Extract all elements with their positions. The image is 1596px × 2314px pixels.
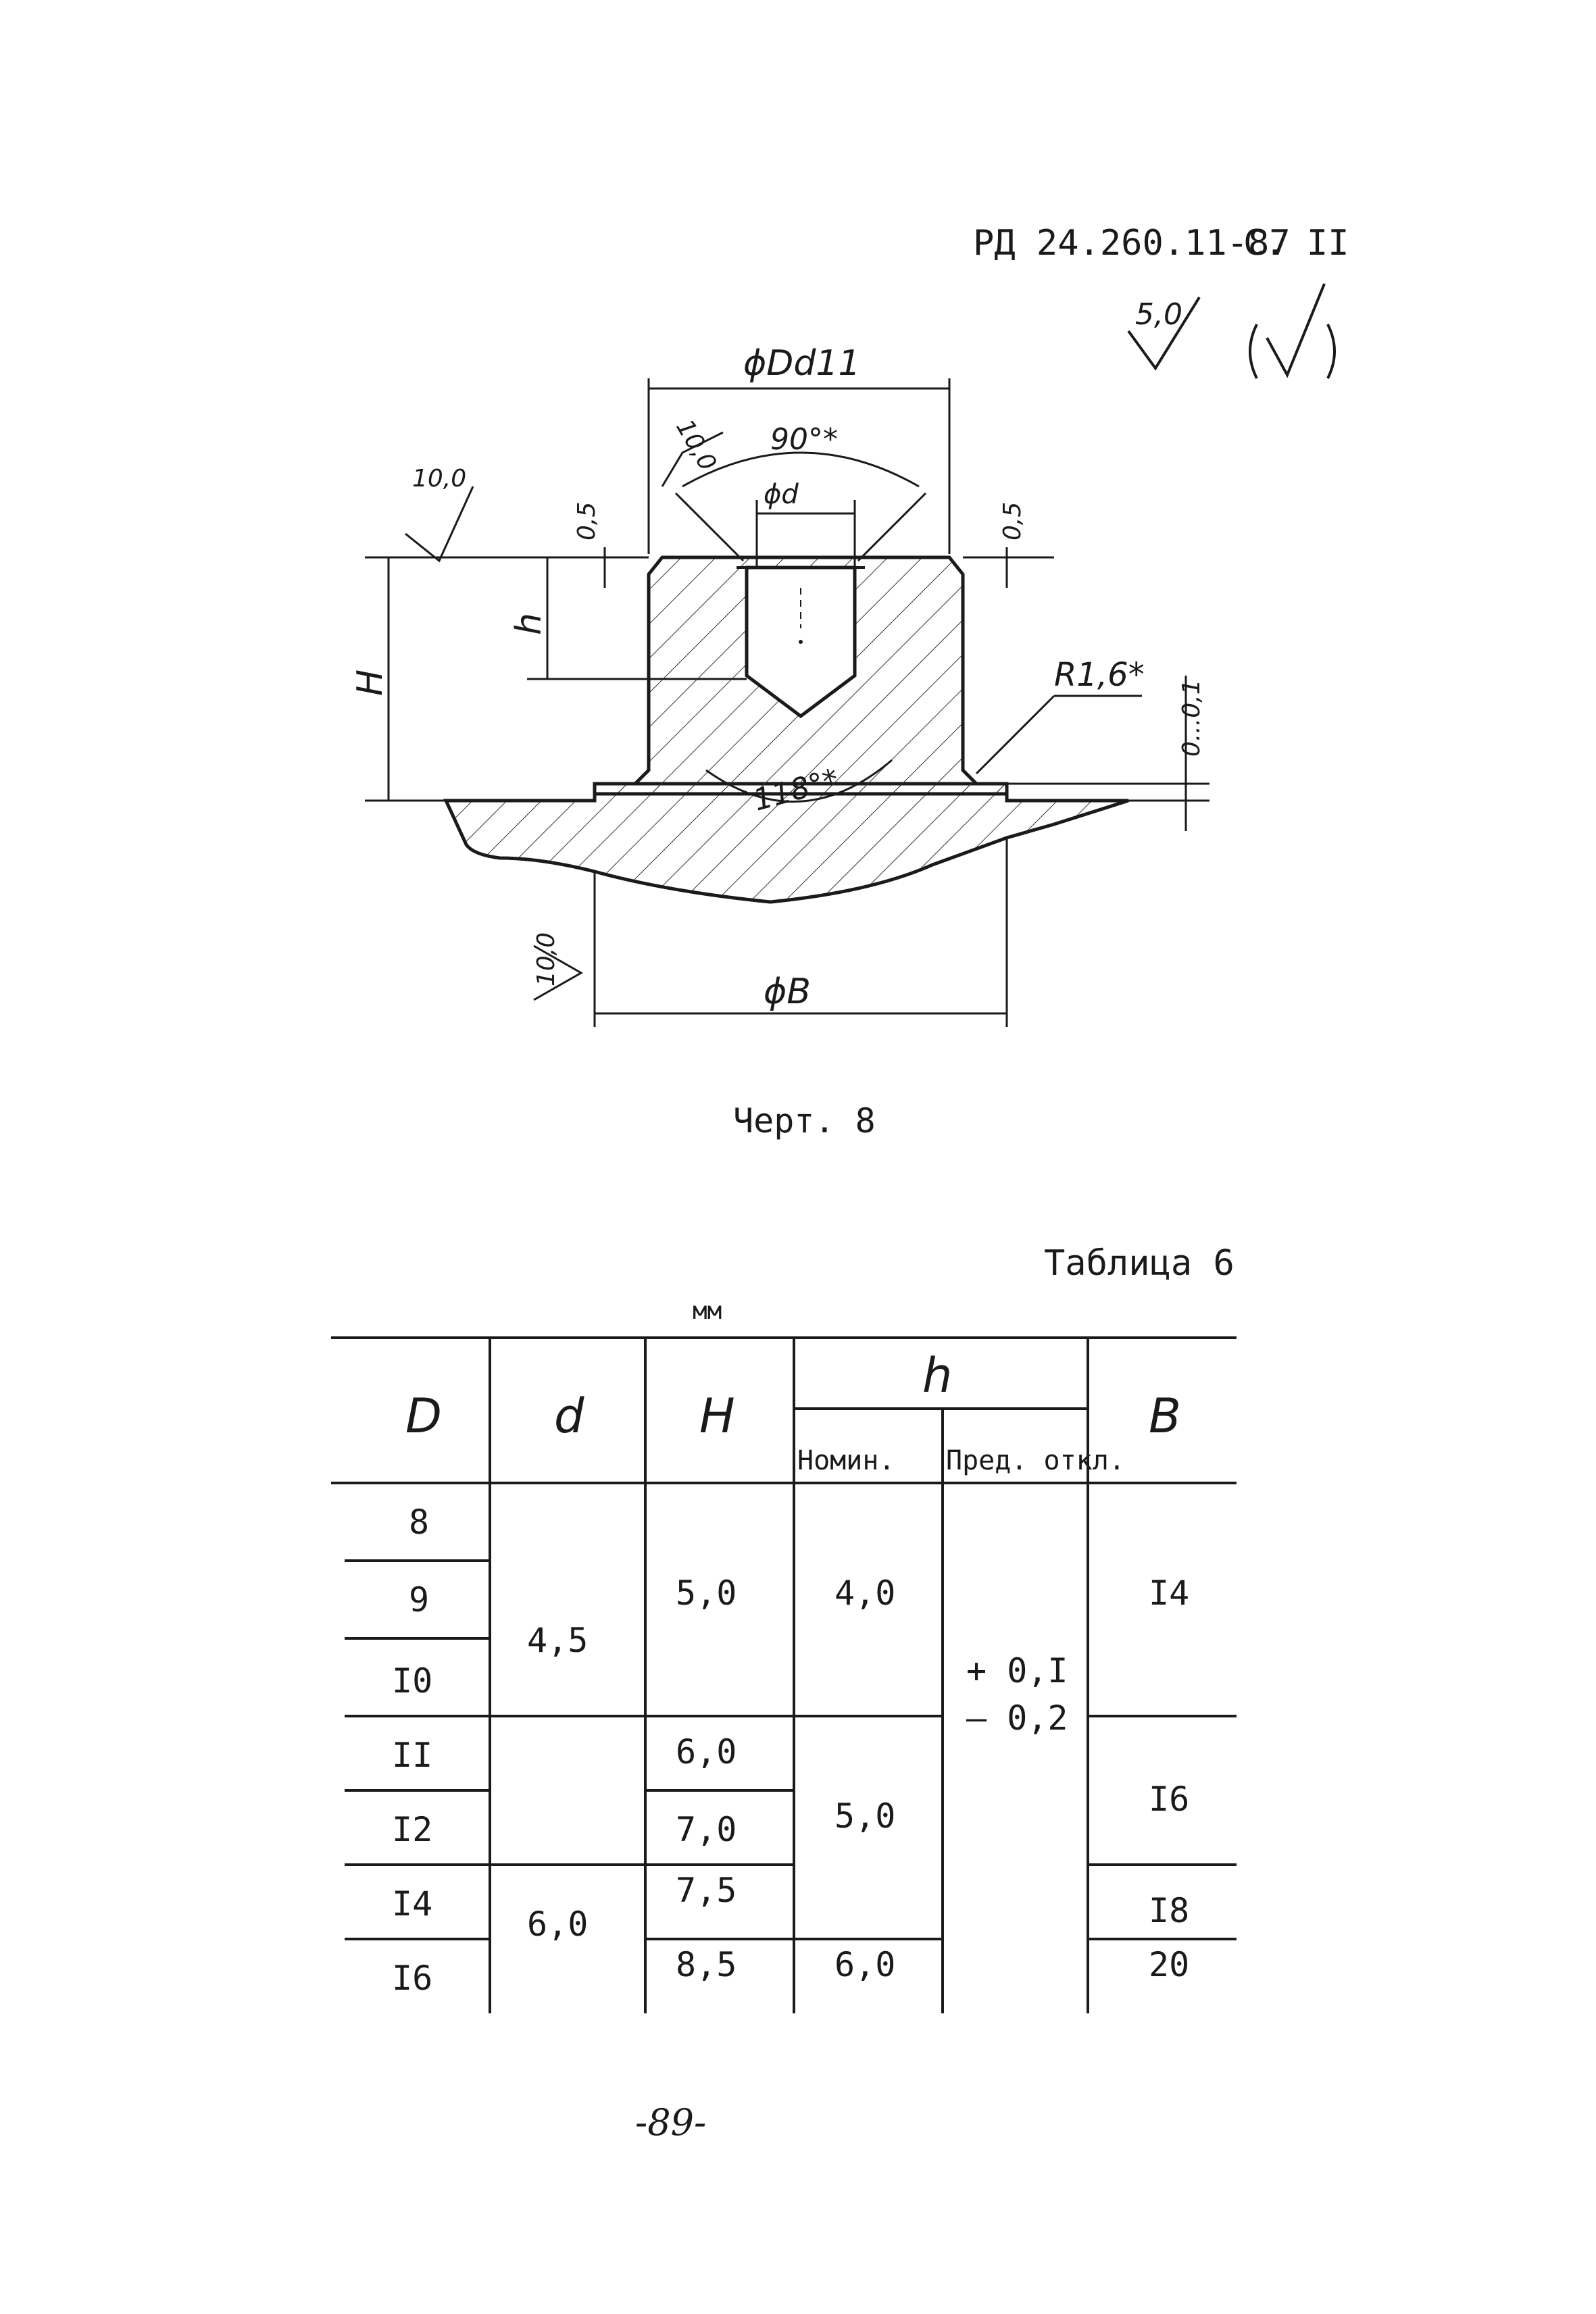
cell-D-5: I4	[392, 1884, 432, 1923]
dim-height-h: h	[509, 613, 549, 635]
drawing-caption: Черт. 8	[733, 1101, 876, 1140]
dim-inner-diameter: ϕd	[764, 479, 799, 510]
roughness-value-main: 5,0	[1135, 297, 1182, 332]
roughness-general-icon	[1249, 283, 1336, 379]
header-D: D	[405, 1388, 442, 1444]
cell-D-6: I6	[392, 1959, 432, 1998]
dim-gap: 0...0,1	[1178, 680, 1205, 757]
dim-chamfer-angle: 90°*	[770, 422, 838, 457]
cell-H-3: 7,5	[676, 1871, 737, 1910]
cell-h-nom-1: 5,0	[834, 1796, 895, 1836]
dimension-lines	[365, 378, 1210, 1027]
cell-H-2: 7,0	[676, 1810, 737, 1849]
cell-B-0: I4	[1149, 1574, 1189, 1613]
roughness-symbol-main	[1127, 296, 1201, 371]
dim-chamfer-right: 0,5	[999, 502, 1026, 540]
header-B: B	[1149, 1388, 1181, 1444]
roughness-top-value: 10,0	[670, 415, 722, 476]
page-reference: С. II	[1243, 223, 1349, 263]
base-section	[443, 782, 1129, 904]
dim-chamfer-left: 0,5	[573, 502, 601, 540]
cell-D-0: 8	[409, 1503, 429, 1542]
dim-outer-diameter: ϕDd11	[743, 343, 861, 384]
cell-D-3: II	[392, 1736, 432, 1775]
cell-H-1: 6,0	[676, 1732, 737, 1771]
cell-h-dev-upper: + 0,I	[966, 1651, 1068, 1690]
cell-d-1: 6,0	[527, 1905, 588, 1944]
cell-D-4: I2	[392, 1810, 432, 1849]
cell-D-2: I0	[392, 1661, 432, 1701]
cell-H-0: 5,0	[676, 1574, 737, 1613]
cell-h-dev-lower: – 0,2	[966, 1699, 1068, 1738]
boss-profile	[593, 555, 1009, 796]
cell-d-0: 4,5	[527, 1621, 588, 1660]
document-code: РД 24.260.11-87	[973, 223, 1291, 263]
cell-h-nom-2: 6,0	[834, 1945, 895, 1984]
table-unit: мм	[693, 1297, 722, 1325]
cell-B-1: I6	[1149, 1780, 1189, 1819]
header-H: H	[699, 1388, 735, 1444]
cell-H-4: 8,5	[676, 1945, 737, 1984]
header-h-deviation: Пред. откл.	[946, 1445, 1125, 1476]
technical-drawing: 5,0	[350, 283, 1336, 1027]
header-d: d	[554, 1388, 584, 1444]
dimensions-table: D d H h Номин. Пред. откл. B 8 9 I0 II I…	[331, 1336, 1237, 2013]
table-title: Таблица 6	[1044, 1243, 1235, 1284]
cell-B-3: 20	[1149, 1945, 1189, 1984]
dim-radius: R1,6*	[1054, 656, 1145, 694]
header-h-nominal: Номин.	[797, 1445, 895, 1476]
page-number: -89-	[635, 2101, 707, 2144]
dim-base-diameter: ϕB	[764, 972, 811, 1012]
cell-B-2: I8	[1149, 1891, 1189, 1930]
cell-h-nom-0: 4,0	[834, 1574, 895, 1613]
roughness-bottom-value: 10,0	[532, 932, 560, 986]
roughness-left-value: 10,0	[412, 465, 466, 493]
header-h: h	[922, 1348, 952, 1403]
cell-D-1: 9	[409, 1580, 429, 1619]
dim-height-H: H	[350, 670, 391, 696]
